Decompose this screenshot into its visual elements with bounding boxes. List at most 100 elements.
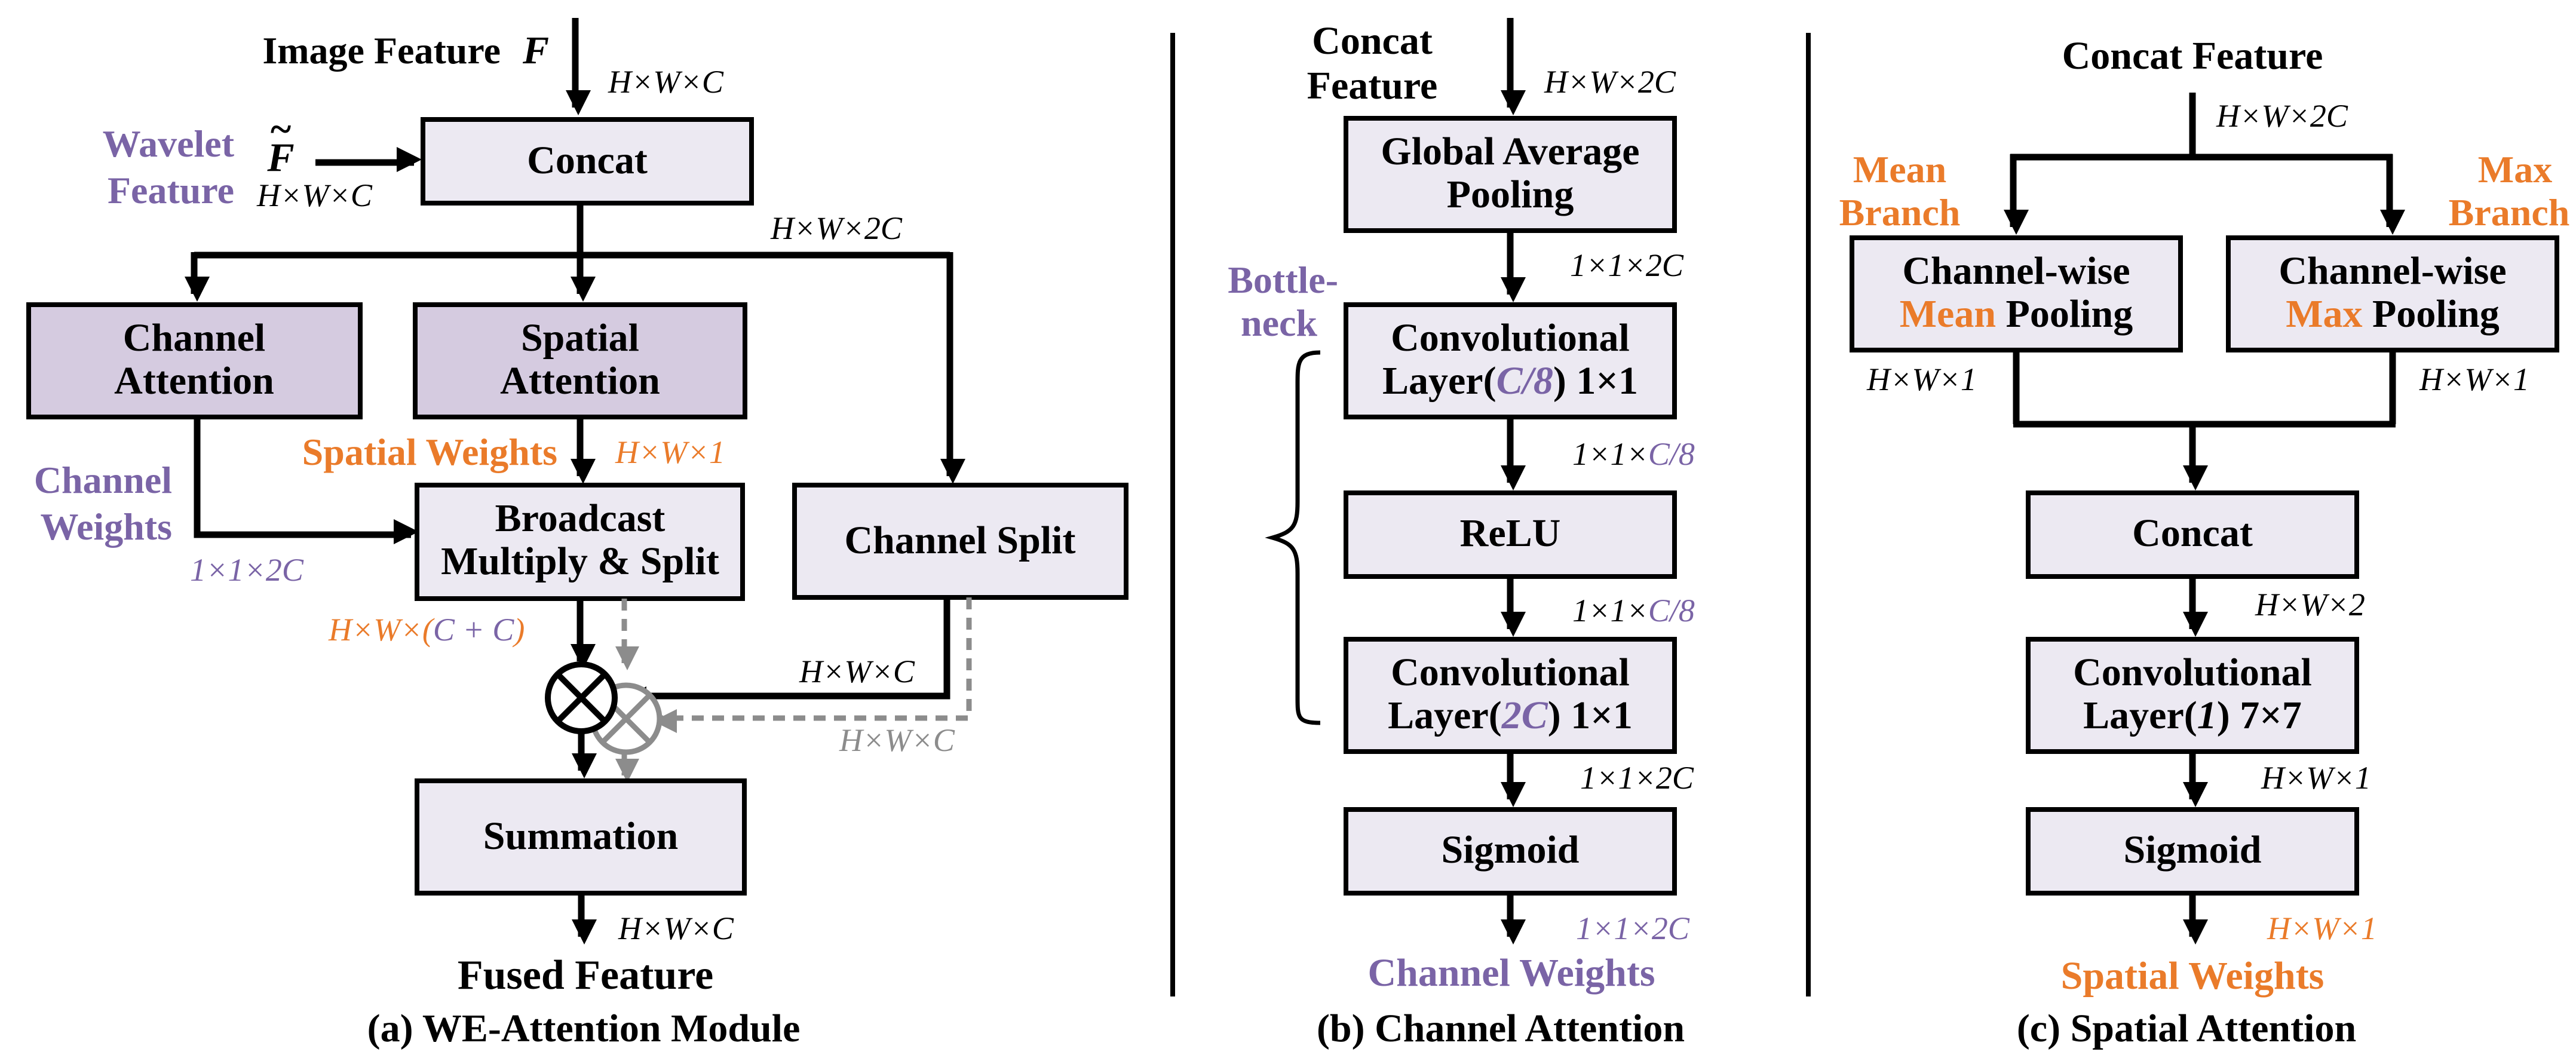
conv-c-prefix: Layer( — [2083, 694, 2197, 737]
conv1-suffix: ) 1×1 — [1553, 359, 1638, 403]
dim-concat-c: H×W×2 — [2255, 587, 2365, 623]
channel-weights-label-a-line2: Weights — [41, 505, 172, 548]
channel-weights-output-label: Channel Weights — [1367, 951, 1655, 995]
dim-split-right: H×W×C — [799, 654, 915, 689]
conv2-suffix: ) 1×1 — [1548, 694, 1633, 737]
conv1-prefix: Layer( — [1382, 359, 1496, 403]
channel-attention-line2: Attention — [114, 359, 274, 403]
relu-box — [1344, 490, 1677, 579]
concat-label-c: Concat — [2132, 511, 2253, 555]
dim-conv1-prefix: 1×1× — [1572, 436, 1648, 472]
sigmoid-label-b: Sigmoid — [1441, 828, 1579, 872]
max-pool-suffix: Pooling — [2363, 292, 2500, 336]
max-branch-label-line1: Max — [2478, 148, 2552, 191]
panel-c-spatial-attention: Concat Feature H×W×2C Mean Branch Max Br… — [1839, 34, 2570, 1050]
mean-pool-line1: Channel-wise — [1902, 249, 2130, 293]
conv2-box — [1344, 637, 1677, 754]
arrow-channel-split-to-multiply-gray — [653, 597, 972, 733]
dim-relu: 1×1×C/8 — [1572, 593, 1695, 628]
summation-label: Summation — [483, 814, 678, 858]
bottleneck-label-line1: Bottle- — [1228, 259, 1338, 301]
conv2-line2: Layer(2C) 1×1 — [1388, 694, 1633, 737]
dim-spatial-weights-a: H×W×1 — [615, 434, 725, 470]
conv1-line2: Layer(C/8) 1×1 — [1382, 359, 1638, 403]
spatial-weights-label-a: Spatial Weights — [302, 431, 557, 473]
max-pooling-box — [2226, 235, 2559, 352]
concat-feature-label-b-line1: Concat — [1312, 19, 1433, 63]
max-branch-label-line2: Branch — [2449, 191, 2570, 234]
image-feature-label: Image Feature — [262, 29, 501, 72]
channel-split-box — [792, 483, 1128, 600]
arrow-channel-attention-to-broadcast — [194, 417, 419, 544]
image-feature-symbol: F — [522, 29, 549, 72]
dim-output-b: 1×1×2C — [1576, 910, 1690, 946]
gap-line1: Global Average — [1381, 130, 1639, 173]
mean-pool-suffix: Pooling — [1996, 292, 2133, 336]
dim-wavelet: H×W×C — [256, 177, 373, 213]
conv-c-line1: Convolutional — [2073, 651, 2312, 694]
conv1-line1: Convolutional — [1391, 316, 1630, 360]
conv-box-c — [2026, 637, 2359, 754]
dim-conv1-accent: C/8 — [1648, 436, 1695, 472]
bottleneck-brace — [1265, 350, 1321, 725]
dim-gap: 1×1×2C — [1570, 247, 1684, 283]
arrow-channel-split-to-multiply — [621, 597, 950, 712]
sigmoid-label-c: Sigmoid — [2123, 828, 2261, 872]
fused-feature-label: Fused Feature — [458, 952, 713, 998]
relu-label: ReLU — [1460, 511, 1561, 555]
dim-output-c: H×W×1 — [2267, 910, 2377, 946]
broadcast-multiply-split-box — [415, 483, 745, 601]
conv2-line1: Convolutional — [1391, 651, 1630, 694]
dim-input-b: H×W×2C — [1544, 64, 1676, 100]
max-pool-line2: Max Pooling — [2286, 292, 2500, 336]
concat-feature-label-c: Concat Feature — [2062, 34, 2323, 78]
broadcast-line1: Broadcast — [495, 496, 666, 540]
conv-c-line2: Layer(1) 7×7 — [2083, 694, 2302, 737]
wavelet-symbol: F — [266, 134, 294, 180]
panel-a-we-attention-module: Image Feature F H×W×C Wavelet Feature ~ … — [26, 18, 1128, 1050]
summation-box — [415, 778, 747, 896]
gap-line2: Pooling — [1447, 173, 1574, 216]
multiply-icon — [545, 661, 618, 734]
dim-split-right-gray: H×W×C — [839, 722, 955, 758]
dim-conv2: 1×1×2C — [1580, 760, 1694, 796]
mean-pooling-box — [1850, 235, 2183, 352]
caption-a: (a) WE-Attention Module — [367, 1007, 801, 1050]
mean-branch-label-line1: Mean — [1853, 148, 1946, 191]
dim-concat-a: H×W×2C — [770, 210, 903, 246]
conv2-param: 2C — [1501, 694, 1548, 737]
global-average-pooling-box — [1344, 116, 1677, 233]
channel-weights-label-a-line1: Channel — [34, 459, 172, 501]
conv2-prefix: Layer( — [1388, 694, 1502, 737]
dim-input-c: H×W×2C — [2216, 98, 2348, 134]
conv1-param: C/8 — [1496, 359, 1553, 403]
concat-box-a — [421, 117, 754, 206]
dim-input: H×W×C — [608, 64, 724, 100]
concat-feature-label-b-line2: Feature — [1307, 64, 1438, 108]
dim-relu-prefix: 1×1× — [1572, 593, 1648, 628]
broadcast-line2: Multiply & Split — [441, 539, 719, 583]
dim-split-suffix: ) — [512, 612, 525, 648]
wavelet-symbol-tilde: ~ — [271, 108, 291, 151]
conv-c-suffix: ) 7×7 — [2217, 694, 2302, 737]
mean-branch-label-line2: Branch — [1839, 191, 1961, 234]
spatial-attention-line2: Attention — [500, 359, 660, 403]
dim-split-prefix: H×W×( — [328, 612, 435, 648]
concat-box-c — [2026, 490, 2359, 579]
dim-relu-accent: C/8 — [1648, 593, 1695, 628]
channel-attention-line1: Channel — [123, 316, 265, 360]
dim-split-a: H×W×(C + C) — [328, 612, 525, 648]
spatial-attention-line1: Spatial — [521, 316, 639, 360]
channel-split-label: Channel Split — [845, 519, 1076, 562]
dim-channel-weights-a: 1×1×2C — [190, 552, 304, 588]
dim-max: H×W×1 — [2419, 361, 2529, 397]
panel-b-channel-attention: Concat Feature H×W×2C Global Average Poo… — [1228, 18, 1695, 1050]
dim-conv-c: H×W×1 — [2261, 760, 2371, 796]
caption-b: (b) Channel Attention — [1317, 1007, 1685, 1050]
dim-split-inner: C + C — [433, 612, 514, 648]
concat-label-a: Concat — [527, 139, 648, 182]
wavelet-feature-label-line1: Wavelet — [103, 122, 235, 165]
dim-output-a: H×W×C — [618, 910, 734, 946]
dim-conv1: 1×1×C/8 — [1572, 436, 1695, 472]
spatial-weights-output-label: Spatial Weights — [2061, 954, 2324, 998]
